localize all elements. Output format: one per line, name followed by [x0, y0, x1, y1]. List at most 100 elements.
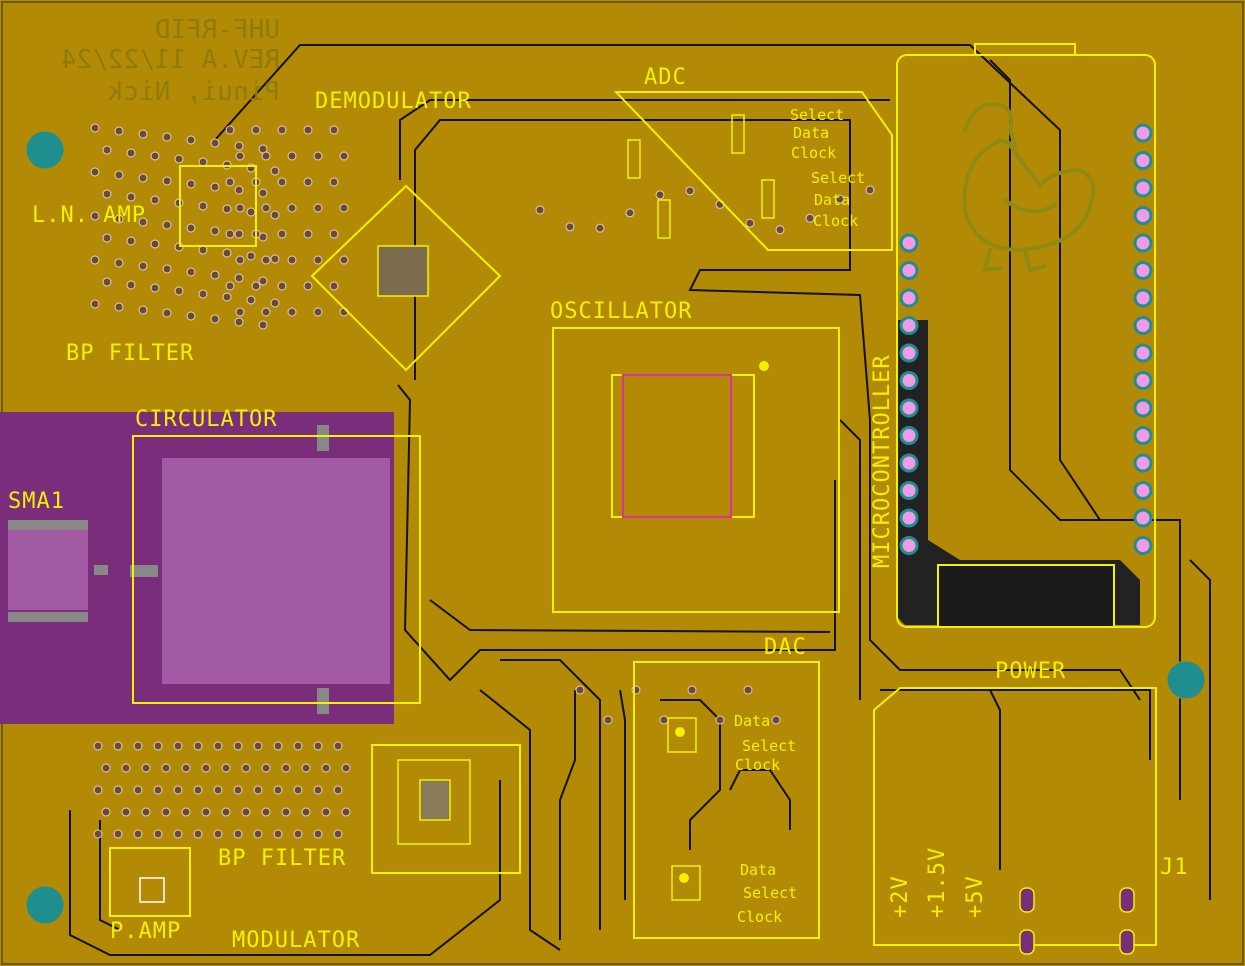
via-icon	[138, 261, 148, 271]
via-icon	[565, 222, 575, 232]
via-icon	[234, 273, 244, 283]
via-icon	[186, 223, 196, 233]
via-icon	[102, 233, 112, 243]
header-pin-icon	[1133, 481, 1153, 500]
via-icon	[261, 763, 271, 773]
label-bp-filter-top: BP FILTER	[66, 341, 194, 366]
via-icon	[233, 741, 243, 751]
via-icon	[198, 157, 208, 167]
via-icon	[161, 807, 171, 817]
via-icon	[261, 151, 271, 161]
via-field	[90, 123, 875, 839]
label-sma1: SMA1	[8, 489, 65, 514]
via-icon	[193, 829, 203, 839]
via-icon	[153, 829, 163, 839]
via-icon	[313, 741, 323, 751]
via-icon	[234, 229, 244, 239]
via-icon	[225, 125, 235, 135]
via-icon	[261, 255, 271, 265]
adc-a-select: Select	[790, 106, 844, 124]
via-icon	[277, 177, 287, 187]
via-icon	[225, 229, 235, 239]
label-microcontroller: MICROCONTROLLER	[870, 354, 895, 568]
via-icon	[329, 229, 339, 239]
silkscreen-outlines	[109, 43, 1157, 946]
via-icon	[745, 218, 755, 228]
via-icon	[210, 182, 220, 192]
via-icon	[293, 785, 303, 795]
via-icon	[313, 785, 323, 795]
via-icon	[150, 283, 160, 293]
header-pin-icon	[899, 481, 919, 500]
header-pin-icon	[1133, 536, 1153, 555]
j1-pads	[1019, 887, 1135, 955]
board-authors: Pinui, Nick	[107, 77, 280, 107]
via-icon	[162, 176, 172, 186]
via-icon	[173, 785, 183, 795]
via-icon	[251, 281, 261, 291]
via-icon	[234, 141, 244, 151]
via-icon	[270, 298, 280, 308]
label-ln-amp: L.N. AMP	[32, 203, 146, 228]
via-icon	[281, 763, 291, 773]
header-pin-icon	[1133, 398, 1153, 418]
header-pin-icon	[1133, 233, 1153, 253]
via-icon	[293, 829, 303, 839]
header-pin-icon	[899, 398, 919, 418]
via-icon	[303, 125, 313, 135]
via-icon	[287, 151, 297, 161]
via-icon	[162, 308, 172, 318]
via-icon	[221, 763, 231, 773]
mounting-hole-icon	[25, 130, 1206, 925]
via-icon	[341, 763, 351, 773]
via-icon	[102, 189, 112, 199]
via-icon	[90, 211, 100, 221]
via-icon	[235, 307, 245, 317]
via-icon	[743, 685, 753, 695]
via-icon	[114, 258, 124, 268]
via-icon	[835, 194, 845, 204]
via-icon	[193, 785, 203, 795]
header-pin-icon	[1133, 288, 1153, 308]
label-demodulator: DEMODULATOR	[315, 89, 472, 114]
via-icon	[153, 785, 163, 795]
adc-a-data: Data	[793, 124, 829, 142]
via-icon	[102, 145, 112, 155]
via-icon	[93, 741, 103, 751]
via-icon	[186, 135, 196, 145]
via-icon	[126, 192, 136, 202]
via-icon	[114, 302, 124, 312]
via-icon	[213, 741, 223, 751]
via-icon	[234, 185, 244, 195]
via-icon	[261, 203, 271, 213]
via-icon	[114, 214, 124, 224]
dac-b-clock: Clock	[737, 908, 782, 926]
via-icon	[133, 741, 143, 751]
via-icon	[775, 225, 785, 235]
label-p-amp: P.AMP	[110, 919, 181, 944]
via-icon	[687, 685, 697, 695]
via-icon	[313, 255, 323, 265]
via-icon	[805, 213, 815, 223]
via-icon	[287, 307, 297, 317]
via-icon	[138, 173, 148, 183]
via-icon	[715, 715, 725, 725]
via-icon	[251, 125, 261, 135]
via-icon	[201, 763, 211, 773]
via-icon	[303, 177, 313, 187]
via-icon	[625, 208, 635, 218]
via-icon	[273, 785, 283, 795]
mcu-keepout	[898, 320, 1140, 628]
via-icon	[181, 807, 191, 817]
via-icon	[121, 763, 131, 773]
via-icon	[201, 807, 211, 817]
header-pin-icon	[899, 343, 919, 363]
via-icon	[150, 239, 160, 249]
via-icon	[277, 281, 287, 291]
via-icon	[114, 126, 124, 136]
via-icon	[333, 829, 343, 839]
dac-a-select: Select	[742, 737, 796, 755]
circulator-keepout	[0, 412, 394, 724]
rail-5v: +5V	[963, 875, 988, 918]
